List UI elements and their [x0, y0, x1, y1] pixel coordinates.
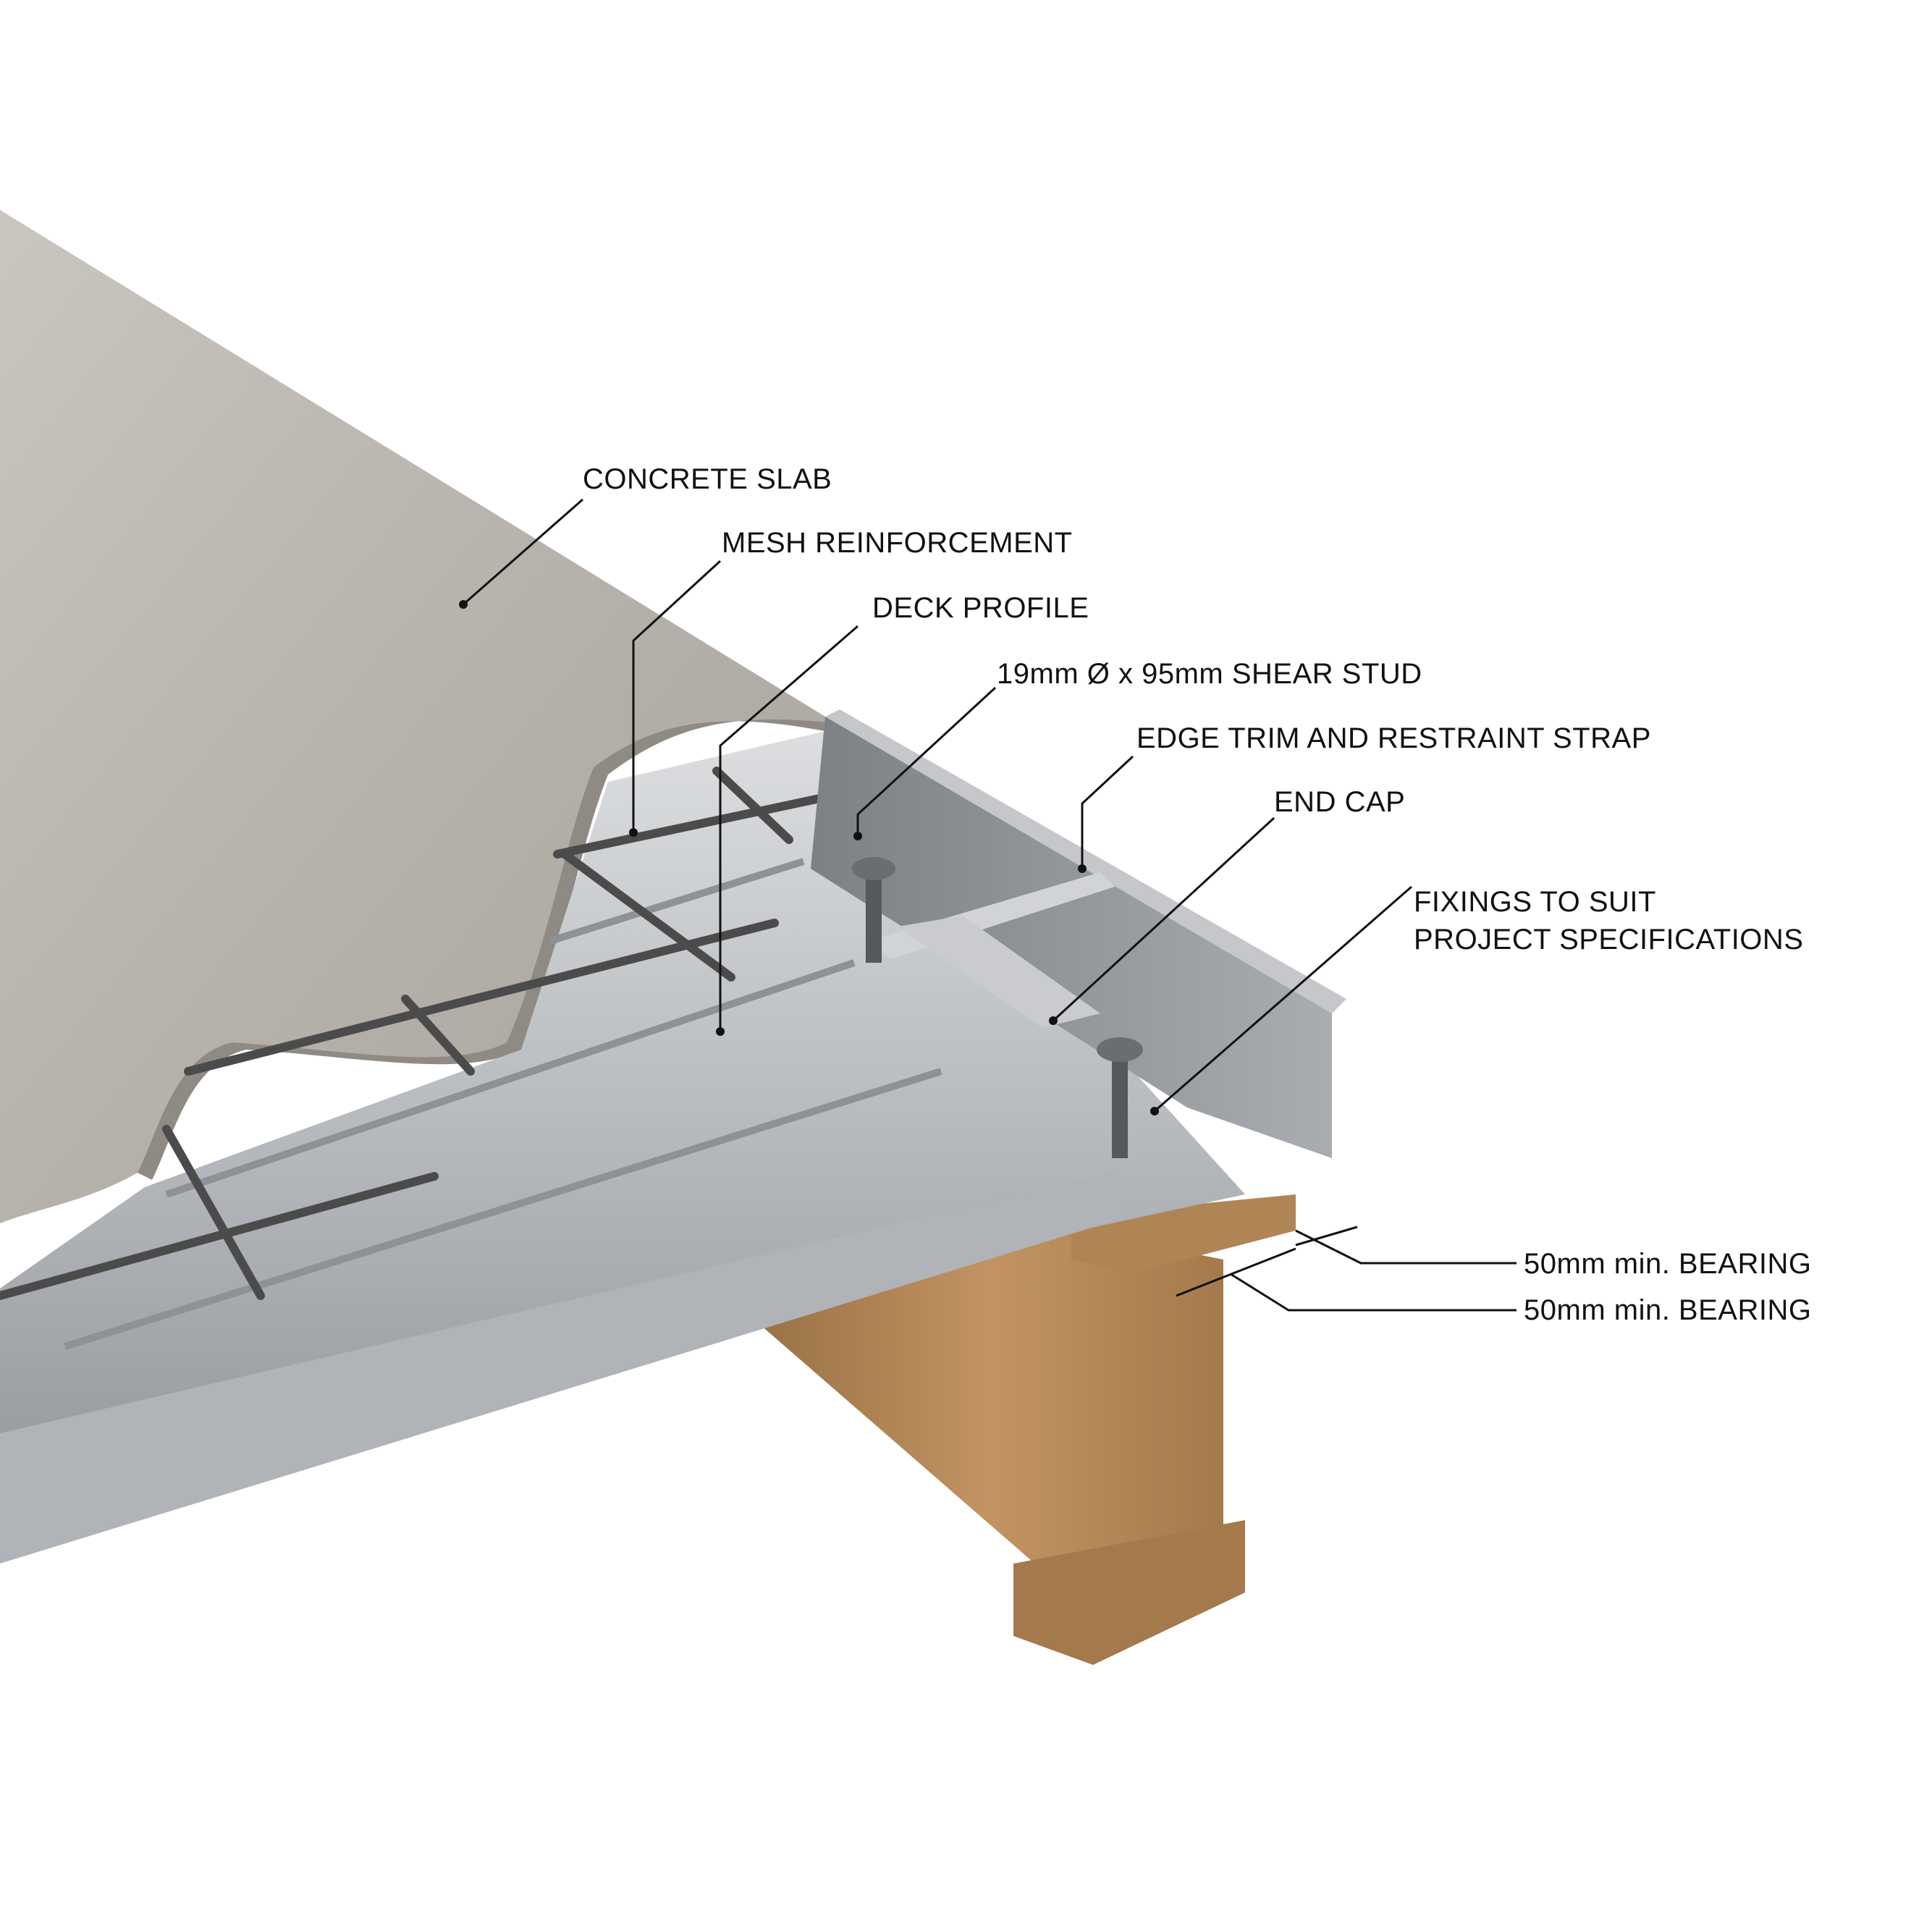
leader-shear-stud	[856, 686, 997, 836]
leader-dot-end-cap	[1049, 1016, 1058, 1025]
leader-bearing-lower	[1230, 1273, 1517, 1312]
callout-mesh-reinforcement: MESH REINFORCEMENT	[722, 527, 1073, 559]
bearing-dim-upper	[1295, 1226, 1358, 1246]
rebar-long-2	[184, 919, 779, 1076]
leader-dot-fixings	[1150, 1107, 1159, 1115]
shear-stud-2	[1112, 1050, 1128, 1158]
shear-stud-1-head	[852, 857, 895, 880]
leader-dot-deck-profile	[716, 1027, 725, 1036]
slab-top-surface	[0, 210, 825, 1223]
leader-mesh-reinforcement	[632, 560, 722, 832]
leader-fixings	[1154, 885, 1412, 1113]
leader-dot-mesh-reinforcement	[629, 828, 638, 837]
shear-stud-2-head	[1097, 1037, 1143, 1062]
leader-edge-trim	[1081, 755, 1134, 869]
rebar-long-3	[553, 788, 851, 859]
deck-rib-1	[64, 1068, 942, 1350]
callout-bearing-lower: 50mm min. BEARING	[1524, 1294, 1812, 1326]
leader-dot-shear-stud	[853, 832, 862, 840]
deck-rib-2	[165, 959, 856, 1198]
rebar-long-1	[0, 1172, 439, 1300]
callout-shear-stud: 19mm Ø x 95mm SHEAR STUD	[997, 658, 1422, 690]
rebar-cross-2	[401, 995, 475, 1076]
deck-front-face	[0, 1173, 1129, 1564]
shear-stud-1	[866, 869, 882, 963]
leader-concrete-slab	[463, 498, 583, 606]
leader-bearing-upper	[1295, 1229, 1517, 1265]
end-cap-plate	[898, 916, 1100, 1028]
callout-fixings: FIXINGS TO SUIT PROJECT SPECIFICATIONS	[1414, 886, 1804, 956]
edge-trim-upstand	[811, 717, 1332, 1158]
edge-trim-lip	[825, 709, 1346, 1013]
deck-rib-3	[549, 858, 805, 945]
leader-dot-edge-trim	[1078, 864, 1087, 873]
leader-dot-concrete-slab	[459, 600, 468, 609]
callout-end-cap: END CAP	[1274, 786, 1406, 818]
mesh-reinforcement	[0, 767, 851, 1300]
beam-web	[760, 1231, 1223, 1614]
shear-studs	[852, 857, 1143, 1158]
leader-end-cap	[1052, 817, 1275, 1022]
concrete-slab	[0, 210, 840, 1223]
bearing-dimensions	[1176, 1226, 1358, 1297]
rebar-cross-4	[712, 767, 793, 844]
bearing-dim-lower	[1176, 1247, 1296, 1297]
callout-edge-trim: EDGE TRIM AND RESTRAINT STRAP	[1136, 722, 1651, 754]
leader-deck-profile	[719, 625, 859, 1032]
callout-bearing-upper: 50mm min. BEARING	[1524, 1248, 1812, 1280]
beam-bottom-flange	[1013, 1520, 1245, 1665]
callout-deck-profile: DECK PROFILE	[872, 592, 1089, 624]
rebar-cross-3	[560, 850, 735, 982]
rebar-cross-1	[162, 1125, 265, 1300]
edge-trim	[811, 709, 1346, 1158]
callout-concrete-slab: CONCRETE SLAB	[583, 463, 832, 495]
